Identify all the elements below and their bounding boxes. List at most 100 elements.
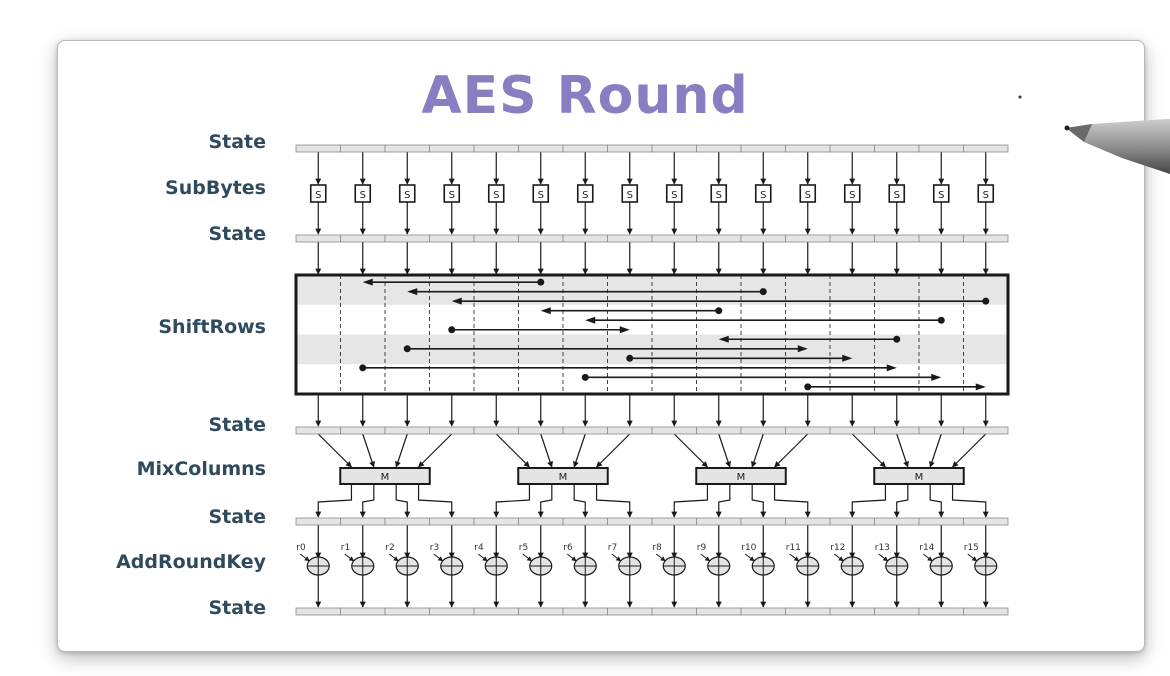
round-key-label: r3 xyxy=(430,543,439,553)
state-cell xyxy=(384,607,430,616)
shift-arrow-head xyxy=(451,297,462,305)
state-cell xyxy=(473,426,519,435)
key-arrow xyxy=(388,553,399,562)
sbox-label: S xyxy=(716,190,722,201)
round-key-label: r14 xyxy=(919,543,934,553)
state-cell xyxy=(918,234,964,243)
state-cell xyxy=(518,144,564,153)
pen-dot xyxy=(1018,95,1022,99)
state-cell xyxy=(295,144,341,153)
sbox xyxy=(398,184,416,203)
state-cell xyxy=(829,426,875,435)
shift-arrow-head xyxy=(718,335,729,343)
state-cell xyxy=(963,234,1009,243)
round-key-label: r11 xyxy=(786,543,801,553)
state-cell xyxy=(785,517,831,526)
sbox-label: S xyxy=(360,190,366,201)
state-cell xyxy=(473,234,519,243)
state-cell xyxy=(785,234,831,243)
mix-box xyxy=(339,467,431,485)
round-key-label: r13 xyxy=(875,543,890,553)
state-cell xyxy=(429,234,475,243)
round-key-label: r7 xyxy=(608,543,617,553)
mix-input-line xyxy=(540,433,553,468)
sbox-label: S xyxy=(582,190,588,201)
state-cell xyxy=(874,607,920,616)
shift-arrow-head xyxy=(362,278,373,286)
state-cell xyxy=(295,517,341,526)
shift-arrow-dot xyxy=(403,345,411,353)
mix-output-line xyxy=(395,484,411,518)
sbox-label: S xyxy=(849,190,855,201)
shift-arrow-dot xyxy=(448,326,456,334)
state-cell xyxy=(651,426,697,435)
state-cell xyxy=(607,144,653,153)
mix-input-line xyxy=(851,433,886,468)
mix-input-line xyxy=(751,433,764,468)
mix-output-line xyxy=(595,484,633,518)
state-cell xyxy=(607,517,653,526)
mix-input-line xyxy=(573,433,586,468)
sbox xyxy=(487,184,505,203)
mix-output-line xyxy=(417,484,455,518)
state-cell xyxy=(340,234,386,243)
sbox-label: S xyxy=(627,190,633,201)
mix-output-line xyxy=(671,484,709,518)
pen-icon xyxy=(1064,118,1170,174)
mix-input-line xyxy=(929,433,942,468)
mix-input-line xyxy=(495,433,530,468)
state-cell xyxy=(696,517,742,526)
state-cell xyxy=(874,426,920,435)
shift-arrow-dot xyxy=(359,364,367,372)
row-label-state-2: State xyxy=(208,223,266,245)
sbox xyxy=(354,184,372,203)
mix-label: M xyxy=(737,472,746,483)
mix-input-line xyxy=(673,433,708,468)
state-cell xyxy=(518,426,564,435)
state-cell xyxy=(651,234,697,243)
state-cell xyxy=(740,517,786,526)
sbox xyxy=(799,184,817,203)
state-cell xyxy=(785,426,831,435)
round-key-label: r10 xyxy=(741,543,756,553)
sbox xyxy=(710,184,728,203)
state-cell xyxy=(740,426,786,435)
mix-output-line xyxy=(751,484,767,518)
state-cell xyxy=(963,517,1009,526)
row-label-shiftrows: ShiftRows xyxy=(158,316,266,338)
round-key-label: r2 xyxy=(385,543,394,553)
round-key-label: r12 xyxy=(830,543,845,553)
key-arrow xyxy=(299,553,310,562)
state-cell xyxy=(384,426,430,435)
row-label-addroundkey: AddRoundKey xyxy=(116,551,266,573)
shift-arrow-head xyxy=(619,326,630,334)
state-cell xyxy=(518,234,564,243)
state-cell xyxy=(607,607,653,616)
mix-input-line xyxy=(395,433,408,468)
state-cell xyxy=(518,607,564,616)
shiftrows-box xyxy=(294,273,1010,396)
state-cell xyxy=(562,234,608,243)
state-cell xyxy=(473,607,519,616)
sbox-label: S xyxy=(671,190,677,201)
key-arrow xyxy=(878,553,889,562)
mix-output-line xyxy=(773,484,811,518)
shift-arrow-head xyxy=(886,364,897,372)
state-cell xyxy=(384,234,430,243)
shift-arrow-head xyxy=(931,373,942,381)
key-arrow xyxy=(833,553,844,562)
state-cell xyxy=(384,144,430,153)
mix-input-line xyxy=(596,433,631,468)
shift-arrow-dot xyxy=(893,335,901,343)
round-key-label: r1 xyxy=(341,543,350,553)
state-cell xyxy=(829,234,875,243)
mix-label: M xyxy=(915,472,924,483)
key-arrow xyxy=(789,553,800,562)
state-cell xyxy=(918,144,964,153)
mix-input-line xyxy=(718,433,731,468)
mix-input-line xyxy=(952,433,987,468)
state-cell xyxy=(295,607,341,616)
key-arrow xyxy=(344,553,355,562)
sbox-label: S xyxy=(983,190,989,201)
state-cell xyxy=(740,607,786,616)
